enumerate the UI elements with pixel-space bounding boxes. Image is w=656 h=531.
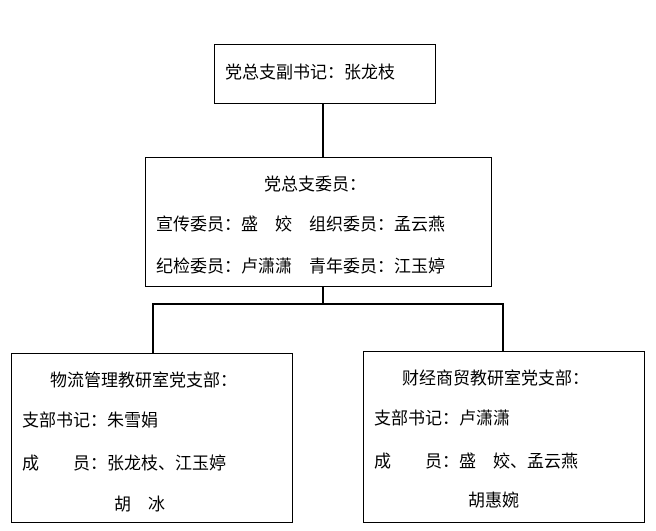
finance-branch-box: 财经商贸教研室党支部： 支部书记：卢潇潇 成 员：盛 姣、孟云燕 胡惠婉 xyxy=(363,351,645,523)
logistics-branch-box: 物流管理教研室党支部： 支部书记：朱雪娟 成 员：张龙枝、江玉婷 胡 冰 xyxy=(11,353,293,523)
logistics-branch-title: 物流管理教研室党支部： xyxy=(50,371,237,391)
finance-branch-members-extra: 胡惠婉 xyxy=(468,491,519,511)
committee-row-2: 纪检委员：卢潇潇 青年委员：江玉婷 xyxy=(156,257,445,277)
connector-right-vertical xyxy=(502,303,504,351)
logistics-branch-secretary: 支部书记：朱雪娟 xyxy=(22,411,158,431)
connector-left-vertical xyxy=(152,303,154,353)
finance-branch-secretary: 支部书记：卢潇潇 xyxy=(374,409,510,429)
logistics-branch-members-extra: 胡 冰 xyxy=(114,495,165,515)
deputy-secretary-text: 党总支副书记：张龙枝 xyxy=(225,63,395,83)
committee-title: 党总支委员： xyxy=(264,175,366,195)
committee-row-1: 宣传委员：盛 姣 组织委员：孟云燕 xyxy=(156,215,445,235)
logistics-branch-members: 成 员：张龙枝、江玉婷 xyxy=(22,454,226,474)
finance-branch-title: 财经商贸教研室党支部： xyxy=(402,369,589,389)
connector-mid-vertical xyxy=(322,287,324,304)
finance-branch-members: 成 员：盛 姣、孟云燕 xyxy=(374,452,578,472)
connector-horizontal xyxy=(152,303,503,305)
deputy-secretary-box: 党总支副书记：张龙枝 xyxy=(214,44,436,104)
connector-top xyxy=(322,104,324,157)
committee-box: 党总支委员： 宣传委员：盛 姣 组织委员：孟云燕 纪检委员：卢潇潇 青年委员：江… xyxy=(145,157,492,287)
